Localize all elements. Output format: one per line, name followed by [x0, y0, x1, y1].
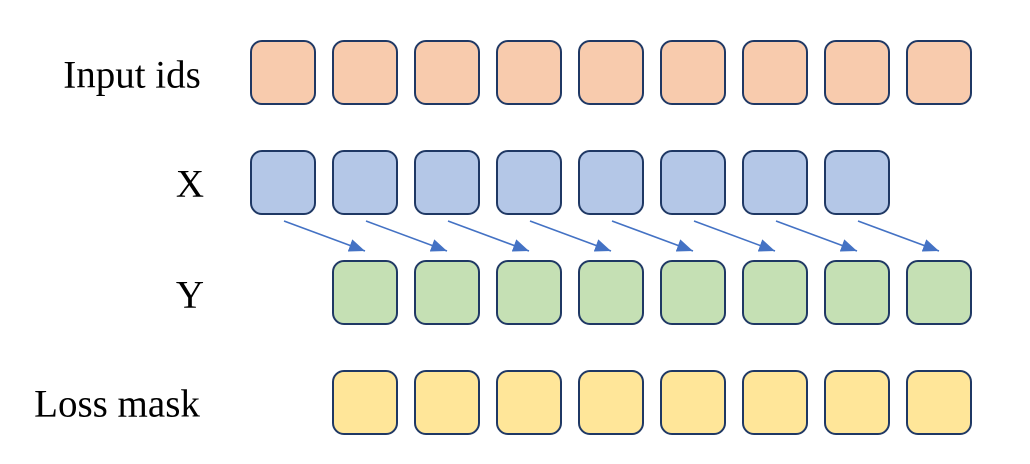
input-ids-square — [250, 40, 316, 105]
shift-arrow — [365, 220, 448, 252]
y-square — [824, 260, 890, 325]
loss-mask-square — [414, 370, 480, 435]
x-square — [660, 150, 726, 215]
shift-arrow — [857, 220, 940, 252]
y-square — [660, 260, 726, 325]
shift-arrow — [283, 220, 366, 252]
x-square — [824, 150, 890, 215]
loss-mask-square — [742, 370, 808, 435]
input-ids-square — [906, 40, 972, 105]
input-ids-square — [824, 40, 890, 105]
input-ids-square — [578, 40, 644, 105]
y-square — [332, 260, 398, 325]
y-square — [742, 260, 808, 325]
shift-arrow — [775, 220, 858, 252]
loss-mask-square — [906, 370, 972, 435]
input-ids-square — [414, 40, 480, 105]
row-label-input-ids: Input ids — [63, 53, 201, 97]
y-square — [496, 260, 562, 325]
loss-mask-square — [824, 370, 890, 435]
input-ids-square — [496, 40, 562, 105]
loss-mask-square — [660, 370, 726, 435]
x-square — [332, 150, 398, 215]
input-ids-square — [332, 40, 398, 105]
y-square — [906, 260, 972, 325]
input-ids-square — [660, 40, 726, 105]
x-square — [742, 150, 808, 215]
loss-mask-square — [332, 370, 398, 435]
loss-mask-square — [496, 370, 562, 435]
row-label-loss-mask: Loss mask — [34, 382, 200, 426]
x-square — [578, 150, 644, 215]
y-square — [578, 260, 644, 325]
x-square — [414, 150, 480, 215]
x-square — [250, 150, 316, 215]
row-label-y: Y — [175, 273, 205, 317]
shift-arrow — [529, 220, 612, 252]
shift-arrow — [447, 220, 530, 252]
y-square — [414, 260, 480, 325]
shift-arrow — [611, 220, 694, 252]
input-ids-square — [742, 40, 808, 105]
x-square — [496, 150, 562, 215]
row-label-x: X — [175, 162, 205, 206]
shift-arrow — [693, 220, 776, 252]
loss-mask-square — [578, 370, 644, 435]
